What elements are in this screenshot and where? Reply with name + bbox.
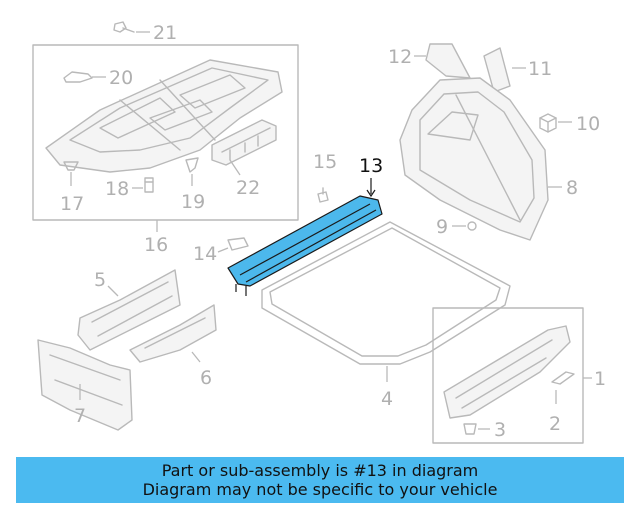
part-8-side-trim[interactable]: [399, 77, 549, 241]
part-15-screw[interactable]: [317, 187, 329, 203]
package-tray-part[interactable]: [45, 59, 283, 173]
callout-13: 13: [359, 155, 383, 177]
part-3-clip[interactable]: [463, 423, 477, 435]
part-14-clip[interactable]: [227, 237, 249, 251]
callout-2: 2: [549, 413, 561, 435]
callout-17: 17: [60, 193, 84, 215]
part-1-scuff-plate[interactable]: [443, 325, 571, 419]
callout-1: 1: [594, 368, 606, 390]
part-17-pin[interactable]: [63, 161, 79, 171]
callout-21: 21: [153, 22, 177, 44]
callout-14: 14: [193, 243, 217, 265]
callout-19: 19: [181, 191, 205, 213]
callout-10: 10: [576, 113, 600, 135]
callout-15: 15: [313, 151, 337, 173]
part-13-rail-highlighted[interactable]: [227, 195, 383, 296]
callout-5: 5: [94, 269, 106, 291]
info-banner: Part or sub-assembly is #13 in diagram D…: [16, 457, 624, 503]
scuff-plate-group-box: [432, 307, 584, 444]
part-10-clip[interactable]: [539, 113, 557, 133]
callout-7: 7: [74, 405, 86, 427]
part-21-screw[interactable]: [113, 21, 135, 33]
callout-3: 3: [494, 419, 506, 441]
part-19-clip[interactable]: [185, 157, 199, 173]
callout-8: 8: [566, 177, 578, 199]
part-7-panel[interactable]: [37, 339, 133, 431]
part-2-clip[interactable]: [551, 371, 575, 385]
callout-12: 12: [388, 46, 412, 68]
banner-line-2: Diagram may not be specific to your vehi…: [142, 480, 498, 499]
part-4-floor-mat[interactable]: [261, 221, 511, 365]
package-tray-group-box: [32, 44, 299, 221]
callout-11: 11: [528, 58, 552, 80]
part-5-panel[interactable]: [77, 269, 181, 351]
banner-line-1: Part or sub-assembly is #13 in diagram: [161, 461, 479, 480]
callout-20: 20: [109, 67, 133, 89]
callout-4: 4: [381, 388, 393, 410]
part-6-panel[interactable]: [129, 304, 217, 363]
part-18-bolt[interactable]: [144, 177, 154, 193]
part-20-clip[interactable]: [63, 71, 93, 83]
callout-18: 18: [105, 178, 129, 200]
part-9-screw[interactable]: [467, 221, 477, 231]
callout-16: 16: [144, 234, 168, 256]
callout-6: 6: [200, 367, 212, 389]
callout-22: 22: [236, 177, 260, 199]
callout-9: 9: [436, 216, 448, 238]
part-22-bracket[interactable]: [211, 119, 277, 166]
part-12-pad[interactable]: [425, 43, 471, 79]
part-11-pad[interactable]: [483, 47, 511, 93]
